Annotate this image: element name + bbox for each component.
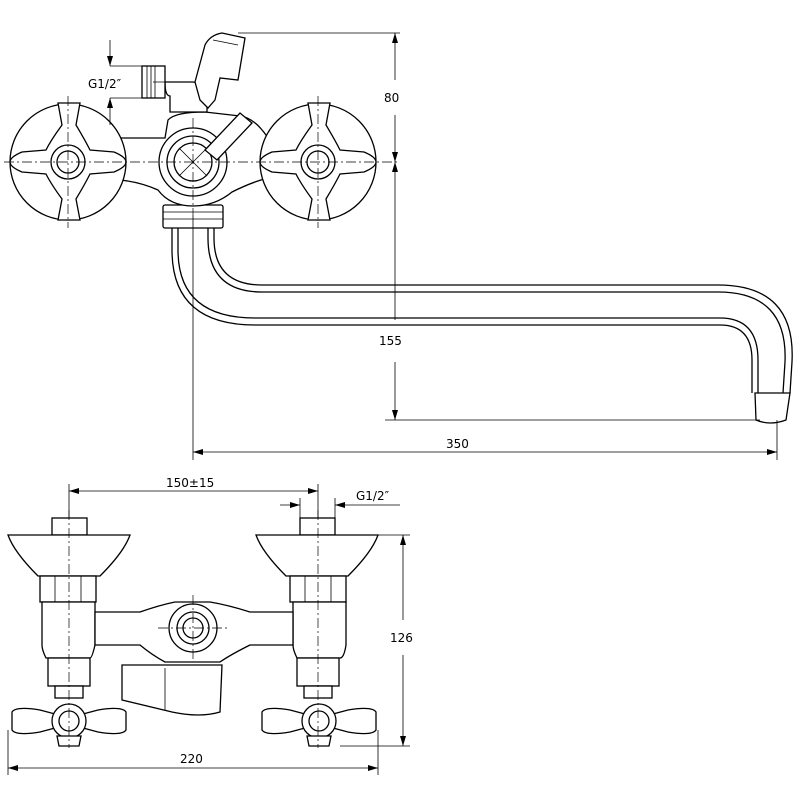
dim-width-total: 220	[7, 730, 379, 775]
column-right	[255, 517, 379, 699]
dim-spacing: 150±15	[68, 476, 319, 518]
label-width-total: 220	[180, 752, 203, 766]
shower-outlet	[141, 32, 246, 113]
handle-right-front	[261, 703, 377, 747]
mixer-body-top	[119, 111, 269, 207]
dim-spout-length: 350	[192, 215, 778, 460]
centerlines-front	[68, 510, 319, 748]
dim-thread-bottom: G1/2″	[280, 489, 400, 518]
label-spacing: 150±15	[166, 476, 214, 490]
label-height-top: 80	[384, 91, 399, 105]
label-thread-bottom: G1/2″	[356, 489, 390, 503]
dim-height-body: 126	[340, 534, 413, 747]
spout-pipe	[171, 228, 793, 424]
front-view: 150±15 G1/2″ 126	[7, 476, 413, 775]
label-thread-top: G1/2″	[88, 77, 122, 91]
mixer-body-front	[94, 601, 294, 716]
centerlines-top	[4, 96, 400, 228]
dim-height-top: 80	[238, 32, 400, 162]
dim-height-spout: 155	[379, 162, 760, 421]
label-spout-length: 350	[446, 437, 469, 451]
top-view: G1/2″ 80 155 350	[4, 32, 793, 460]
label-height-body: 126	[390, 631, 413, 645]
label-height-spout: 155	[379, 334, 402, 348]
dim-thread-top: G1/2″	[88, 40, 178, 125]
